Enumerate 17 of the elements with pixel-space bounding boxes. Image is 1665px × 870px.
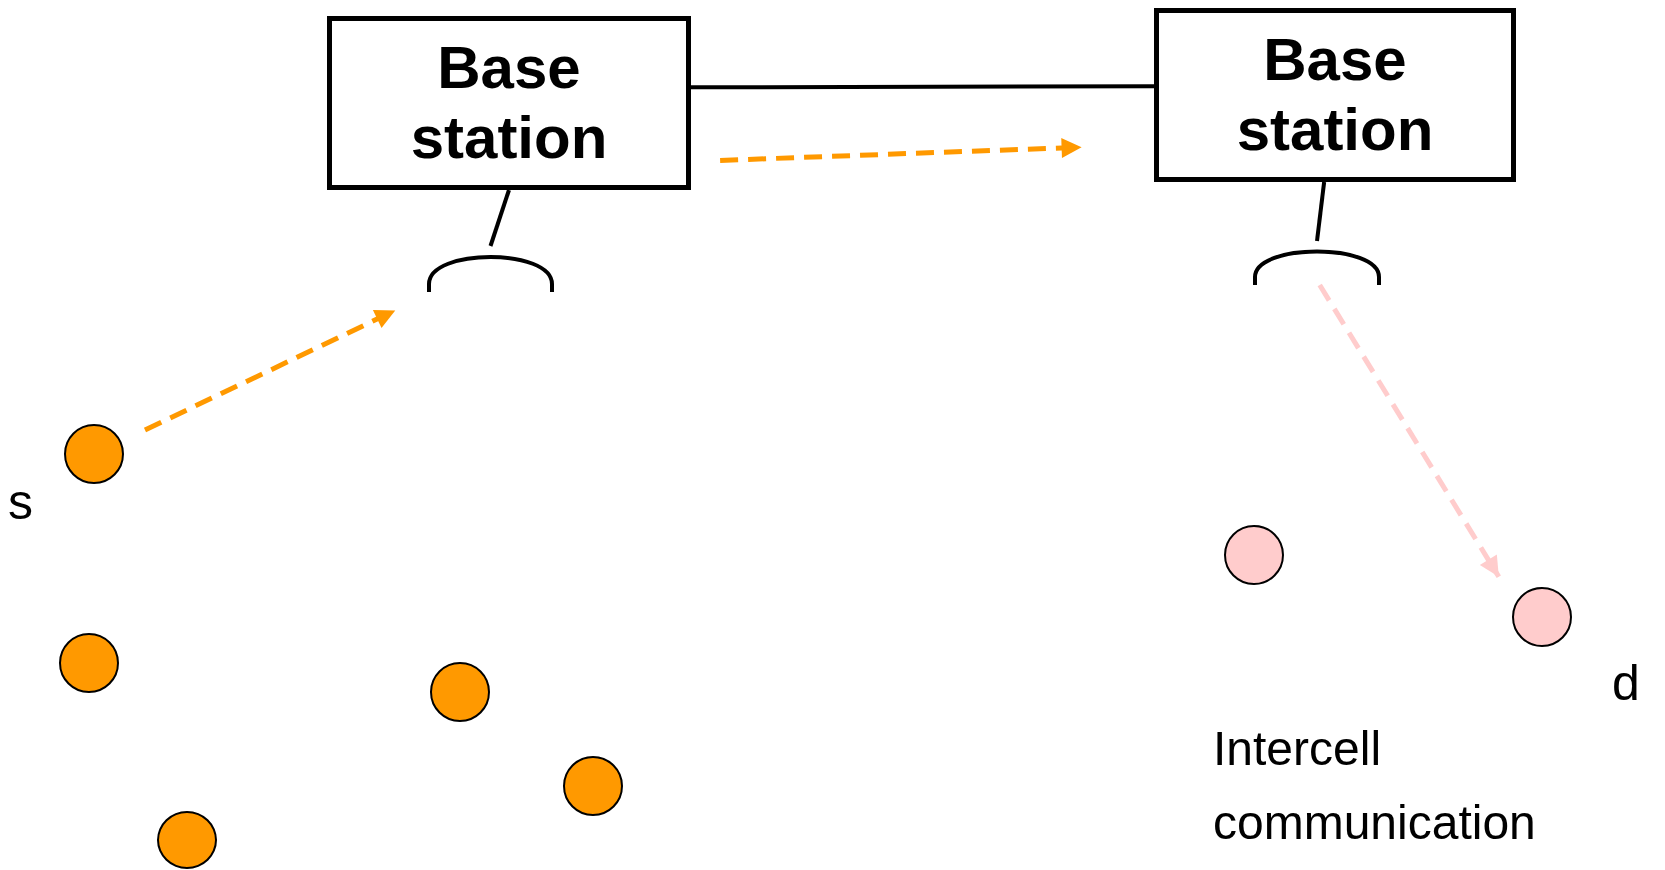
connector-line (488, 189, 511, 247)
base-station-box: Base station (327, 16, 691, 190)
node-label: d (1612, 655, 1640, 711)
arrow (1317, 283, 1501, 579)
base-station-box: Base station (1154, 8, 1516, 182)
arrow (720, 137, 1082, 163)
node-circle (59, 633, 119, 693)
node-circle (430, 662, 490, 722)
connector-line (691, 84, 1154, 90)
annotation-text: Intercell communication (1213, 721, 1537, 851)
node-label: s (8, 474, 33, 530)
node-circle (563, 756, 623, 816)
node-circle (1512, 587, 1572, 647)
arrow (143, 308, 397, 433)
node-circle (1224, 525, 1284, 585)
connector-line (1315, 181, 1327, 242)
node-circle (64, 424, 124, 484)
